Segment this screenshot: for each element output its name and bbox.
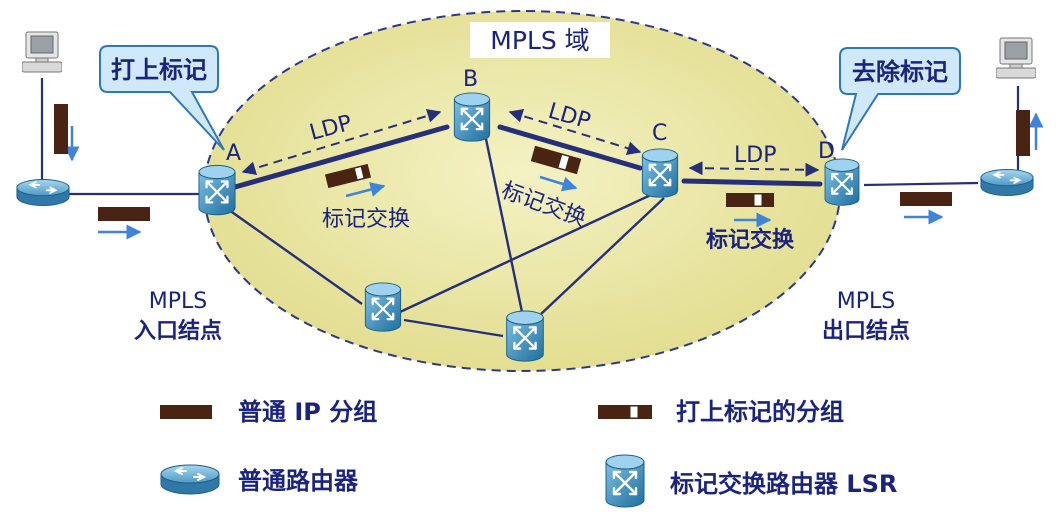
lsr-lower-right-icon <box>505 310 545 363</box>
node-label-b: B <box>463 67 478 92</box>
access-links <box>40 78 1020 196</box>
node-label-a: A <box>226 141 241 166</box>
domain-title-box <box>470 22 610 58</box>
legend-plain-packet-label: 普通 IP 分组 <box>238 398 377 426</box>
plain-packet-left <box>98 207 150 221</box>
plain-packet-right <box>900 192 952 206</box>
legend-plain-router-label: 普通路由器 <box>238 467 359 495</box>
labeled-packet-cd <box>726 193 774 207</box>
legend-lsr-label: 标记交换路由器 LSR <box>670 470 897 498</box>
callout-ingress: 打上标记 <box>99 45 225 151</box>
ldp-arrows <box>241 108 820 177</box>
labeled-packet-ab <box>324 163 372 189</box>
router-right-icon <box>980 168 1034 197</box>
swap-label-cd: 标记交换 <box>706 227 795 253</box>
ldp-label-cd: LDP <box>734 143 776 168</box>
legend-plain-router-icon <box>160 464 220 495</box>
node-label-d: D <box>818 139 835 164</box>
egress-label-line1: MPLS <box>837 289 895 314</box>
legend-labeled-packet-icon <box>598 405 652 419</box>
legend-labeled-packet-label: 打上标记的分组 <box>676 398 844 426</box>
egress-label-line2: 出口结点 <box>822 318 910 344</box>
legend: 普通 IP 分组 打上标记的分组 普通路由器 标记交换路由器 LSR <box>160 398 897 509</box>
callout-egress: 去除标记 <box>839 47 961 151</box>
ingress-label-line1: MPLS <box>149 289 207 314</box>
legend-plain-packet-icon <box>160 405 212 419</box>
router-left-icon <box>16 178 70 207</box>
labeled-packet-bc <box>530 145 582 175</box>
lsr-c-icon <box>640 148 680 199</box>
flow-arrows <box>64 112 1044 240</box>
plain-packet-right-vertical <box>1016 110 1030 156</box>
thin-links <box>228 138 665 338</box>
lsr-lower-left-icon <box>363 282 403 333</box>
plain-packet-left-vertical <box>54 104 68 154</box>
pc-right-icon <box>996 37 1036 79</box>
lsr-b-icon <box>452 92 492 143</box>
lsr-a-icon <box>198 164 236 216</box>
pc-left-icon <box>22 31 62 73</box>
callout-ingress-text: 打上标记 <box>111 56 207 84</box>
ingress-label-line2: 入口结点 <box>134 318 222 344</box>
domain-title: MPLS 域 <box>490 26 589 55</box>
lsr-d-icon <box>823 158 861 207</box>
callout-egress-text: 去除标记 <box>852 58 948 86</box>
swap-label-ab: 标记交换 <box>322 207 410 232</box>
legend-lsr-icon <box>604 454 646 509</box>
node-label-c: C <box>652 121 667 146</box>
